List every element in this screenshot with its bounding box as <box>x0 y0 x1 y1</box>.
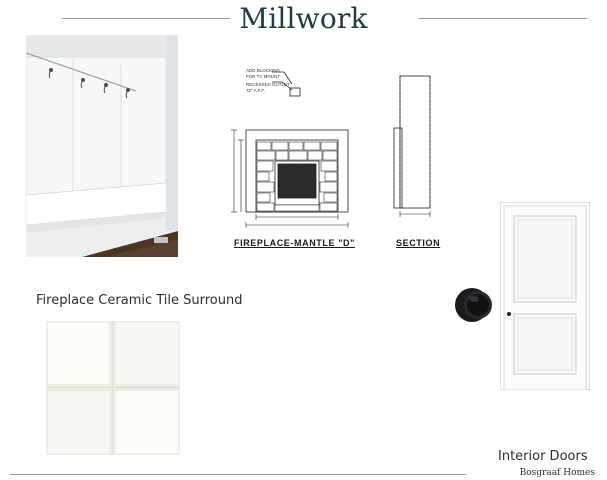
fireplace-mantle-label: FIREPLACE-MANTLE "D" <box>234 238 356 248</box>
outlet-note: RECESSED OUTLET 72" A.F.F. <box>246 82 290 94</box>
fireplace-elevation-drawing <box>222 60 362 235</box>
mudroom-bench-photo <box>26 35 178 257</box>
blocking-note: ADD BLOCKING FOR TV MOUNT <box>246 68 280 80</box>
page-title: Millwork <box>239 2 368 35</box>
ceramic-tile-swatch <box>46 321 180 455</box>
footer-rule <box>10 474 466 475</box>
interior-door-image <box>499 201 591 391</box>
header-rule-right <box>419 18 587 19</box>
section-label: SECTION <box>396 238 441 248</box>
note-line-2: FOR TV MOUNT <box>246 74 281 79</box>
door-knob-icon <box>454 284 496 326</box>
note-line-4: 72" A.F.F. <box>246 88 265 93</box>
header-rule-left <box>62 18 230 19</box>
tile-caption: Fireplace Ceramic Tile Surround <box>36 293 243 308</box>
section-drawing <box>390 72 442 232</box>
doors-caption: Interior Doors <box>498 449 588 464</box>
note-line-1: ADD BLOCKING <box>246 68 281 73</box>
note-line-3: RECESSED OUTLET <box>246 82 290 87</box>
brand-name: Bosgraaf Homes <box>519 468 595 478</box>
